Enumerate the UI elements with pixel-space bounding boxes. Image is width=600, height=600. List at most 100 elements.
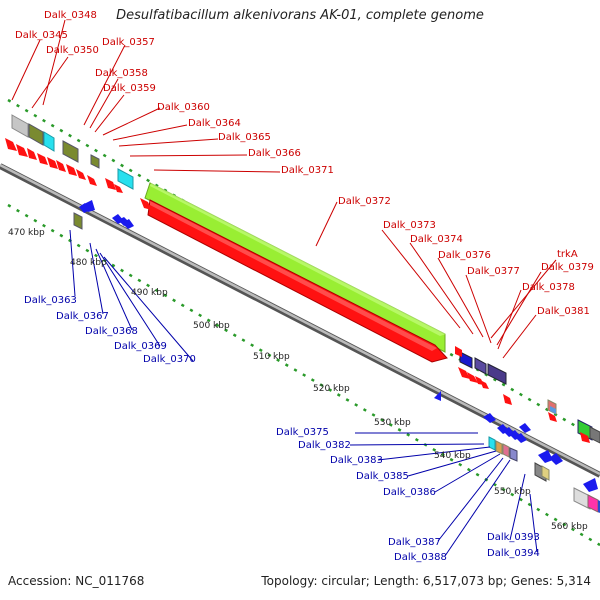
reverse-gene-label: Dalk_0375: [276, 427, 329, 438]
reverse-gene-label: Dalk_0388: [394, 552, 447, 563]
gene-arrow: [82, 200, 95, 212]
gene-arrow: [76, 169, 86, 180]
reverse-gene-label: Dalk_0394: [487, 548, 540, 559]
forward-gene-label: Dalk_0366: [248, 148, 301, 159]
gene-arrow: [549, 453, 563, 465]
gene-box: [541, 465, 550, 481]
gene-box: [488, 436, 496, 451]
scale-label: 490 kbp: [131, 288, 168, 298]
forward-gene-label: Dalk_0348: [44, 10, 97, 21]
gene-arrow: [47, 157, 58, 169]
forward-gene-label: Dalk_0358: [95, 68, 148, 79]
reverse-gene-label: Dalk_0363: [24, 295, 77, 306]
gene-arrow: [114, 184, 123, 193]
gene-arrow: [27, 148, 37, 160]
gene-arrow: [140, 198, 152, 210]
forward-gene-label: Dalk_0350: [46, 45, 99, 56]
category-boxes: [11, 114, 600, 513]
scale-label: 480 kbp: [70, 258, 107, 268]
scale-label: 560 kbp: [551, 522, 588, 532]
gene-arrow: [519, 423, 531, 433]
forward-gene-label: Dalk_0381: [537, 306, 590, 317]
gene-arrow: [455, 346, 462, 357]
forward-gene-label: Dalk_0373: [383, 220, 436, 231]
gene-box: [509, 447, 518, 462]
gene-arrow: [66, 164, 77, 176]
reverse-gene-label: Dalk_0369: [114, 341, 167, 352]
gene-arrow: [458, 367, 470, 379]
gene-arrow: [5, 138, 17, 151]
reverse-gene-arrows: [79, 200, 598, 492]
gene-box: [577, 419, 593, 441]
gene-box: [117, 168, 134, 190]
accession-text: Accession: NC_011768: [8, 574, 145, 588]
gene-box: [62, 140, 79, 163]
gene-arrow: [79, 203, 90, 213]
genome-title: Desulfatibacillum alkenivorans AK-01, co…: [116, 8, 484, 23]
gene-box: [73, 212, 83, 230]
forward-gene-label: Dalk_0360: [157, 102, 210, 113]
gene-arrow: [56, 160, 66, 172]
tick-track-inner: [7, 203, 600, 547]
gene-box: [28, 123, 44, 146]
gene-box: [474, 357, 487, 375]
scale-label: 510 kbp: [253, 352, 290, 362]
gene-labels: Dalk_0348Dalk_0345Dalk_0350Dalk_0357Dalk…: [15, 10, 594, 563]
forward-gene-label: Dalk_0365: [218, 132, 271, 143]
gene-arrow: [515, 433, 527, 443]
gene-arrow: [480, 380, 489, 389]
reverse-gene-label: Dalk_0386: [383, 487, 436, 498]
gene-box: [573, 487, 591, 510]
gene-arrow: [434, 391, 441, 401]
gene-box: [90, 154, 100, 169]
gene-arrow: [467, 372, 478, 383]
reverse-gene-label: Dalk_0383: [330, 455, 383, 466]
forward-gene-label: Dalk_0364: [188, 118, 241, 129]
reverse-gene-label: Dalk_0367: [56, 311, 109, 322]
forward-gene-label: Dalk_0379: [541, 262, 594, 273]
gene-arrow: [503, 394, 512, 405]
gene-box: [43, 131, 55, 152]
forward-gene-label: Dalk_0371: [281, 165, 334, 176]
forward-gene-label: Dalk_0357: [102, 37, 155, 48]
forward-gene-label: trkA: [557, 249, 578, 260]
scale-label: 470 kbp: [8, 228, 45, 238]
gene-box: [587, 494, 599, 513]
gene-arrow: [87, 175, 97, 186]
reverse-gene-label: Dalk_0393: [487, 532, 540, 543]
gene-box: [11, 114, 29, 138]
gene-dalk-0372: [144, 182, 448, 363]
forward-gene-label: Dalk_0378: [522, 282, 575, 293]
forward-gene-label: Dalk_0374: [410, 234, 463, 245]
gene-arrow: [122, 219, 134, 229]
genome-summary-text: Topology: circular; Length: 6,517,073 bp…: [261, 574, 591, 588]
forward-gene-label: Dalk_0372: [338, 196, 391, 207]
gene-arrow: [16, 144, 28, 157]
gene-box: [589, 426, 600, 444]
gene-arrow: [105, 178, 116, 190]
forward-gene-label: Dalk_0377: [467, 266, 520, 277]
gene-arrow: [583, 478, 598, 492]
gene-box: [502, 443, 510, 458]
scale-label: 550 kbp: [494, 487, 531, 497]
gene-box: [495, 440, 503, 455]
reverse-gene-label: Dalk_0370: [143, 354, 196, 365]
reverse-gene-label: Dalk_0368: [85, 326, 138, 337]
reverse-gene-label: Dalk_0385: [356, 471, 409, 482]
scale-label: 500 kbp: [193, 321, 230, 331]
reverse-gene-label: Dalk_0382: [298, 440, 351, 451]
gene-arrow: [580, 432, 590, 443]
reverse-label-leaders: [69, 229, 538, 557]
forward-gene-label: Dalk_0345: [15, 30, 68, 41]
forward-gene-arrows: [5, 138, 590, 443]
gene-box: [487, 363, 507, 385]
gene-arrow: [548, 412, 557, 422]
forward-gene-label: Dalk_0376: [438, 250, 491, 261]
gene-arrow: [538, 450, 553, 463]
scale-label: 540 kbp: [434, 451, 471, 461]
forward-gene-label: Dalk_0359: [103, 83, 156, 94]
gene-box: [550, 406, 556, 414]
